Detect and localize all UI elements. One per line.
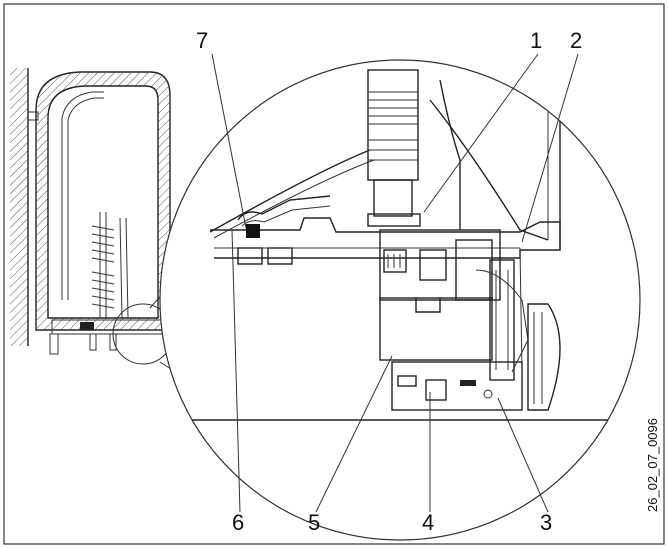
- electronics-plate: [391, 361, 523, 411]
- detail-view: [190, 69, 620, 421]
- figure-frame: [3, 3, 665, 545]
- leader-lines: [211, 53, 579, 513]
- wall-hatch: [10, 68, 28, 346]
- inner-tank: [47, 85, 159, 319]
- callout-1: 1: [530, 28, 542, 53]
- figure-reference-code: 26_02_07_0096: [645, 418, 660, 512]
- callout-2: 2: [570, 28, 582, 53]
- water-heater-overview: [10, 68, 174, 365]
- heating-element: [91, 212, 115, 318]
- callout-5: 5: [308, 510, 320, 535]
- callout-6: 6: [232, 510, 244, 535]
- callout-3: 3: [540, 510, 552, 535]
- thermostat-housing: [379, 229, 515, 381]
- heater-casing: [35, 71, 171, 331]
- threaded-connection: [367, 69, 421, 227]
- callout-4: 4: [422, 510, 434, 535]
- callout-7: 7: [196, 28, 208, 53]
